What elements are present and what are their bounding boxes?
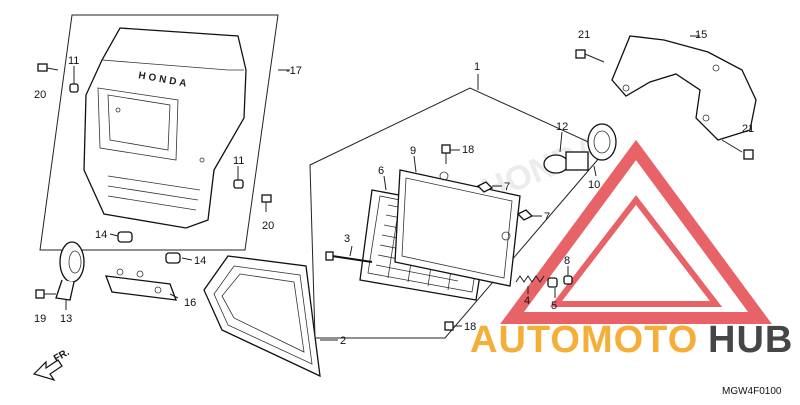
- front-direction-indicator: FR.: [32, 347, 72, 382]
- callout-3: 3: [344, 233, 350, 245]
- callout-6: 6: [378, 165, 384, 177]
- callout-13: 13: [60, 313, 72, 325]
- callout-5: 5: [551, 300, 557, 312]
- callout-7-lower: 7: [544, 211, 550, 223]
- headlight-stay-15: [611, 35, 757, 141]
- callout-4: 4: [524, 295, 530, 307]
- horn-assembly: [35, 241, 85, 301]
- callout-11-lower: 11: [233, 155, 244, 167]
- nut-7-upper: [476, 181, 494, 193]
- callout-14-right: 14: [194, 255, 206, 267]
- headlight-bulb-12: [543, 151, 589, 174]
- bolt-21-lower: [721, 139, 754, 160]
- nut-19: [35, 289, 45, 299]
- cap-8: [563, 275, 573, 285]
- collar-11-upper: [69, 83, 79, 93]
- callout-11-upper: 11: [68, 55, 79, 67]
- spring-4: [515, 275, 545, 283]
- bolt-20-lower: [261, 194, 272, 212]
- callout-21-lower: 21: [742, 123, 754, 135]
- horn-bracket-16: [105, 268, 177, 301]
- screw-3: [325, 251, 373, 263]
- callout-20-lower: 20: [262, 220, 274, 232]
- callout-18-lower: 18: [464, 321, 476, 333]
- headlight-rim-2: [203, 255, 321, 378]
- callout-14-left: 14: [95, 229, 107, 241]
- callout-16: 16: [184, 297, 196, 309]
- callout-2: 2: [340, 335, 346, 347]
- headlight-unit-frame: [309, 87, 607, 339]
- diagram-code: MGW4F0100: [722, 386, 782, 397]
- callout-7-upper: 7: [504, 181, 510, 193]
- callout-20-upper: 20: [34, 89, 46, 101]
- callout-15: 15: [695, 29, 707, 41]
- collar-11-lower: [233, 179, 244, 189]
- watermark-brand-part1: AUTOMOTO: [470, 319, 698, 361]
- callout-21-upper: 21: [578, 29, 590, 41]
- headlight-cowl-group: HONDA: [39, 14, 279, 251]
- bolt-18-upper: [441, 144, 451, 164]
- watermark-brand: AUTOMOTO HUB: [470, 319, 793, 361]
- front-direction-label: FR.: [52, 347, 72, 365]
- bolt-18-lower: [444, 321, 454, 331]
- callout-17: -17: [286, 65, 302, 77]
- front-arrow-icon: [32, 359, 63, 382]
- leader-lines: [65, 35, 700, 341]
- bulb-socket-10: [587, 123, 617, 161]
- callout-8: 8: [564, 255, 570, 267]
- callout-labels: 1 2 3 4 5 6 7 7 8 9 10 11 11 12 13 14 14…: [34, 29, 754, 347]
- callout-12: 12: [556, 121, 568, 133]
- cowl-group-frame: [39, 14, 279, 251]
- bolt-21-upper: [575, 49, 605, 63]
- watermark-brand-part2: HUB: [708, 319, 793, 361]
- headlight-cowl: [83, 27, 247, 229]
- callout-19: 19: [34, 313, 46, 325]
- callout-9: 9: [410, 145, 416, 157]
- bolt-20-upper: [37, 63, 59, 72]
- callout-1: 1: [474, 61, 480, 73]
- watermark-triangle-logo: [500, 139, 772, 324]
- callout-18-upper: 18: [462, 144, 474, 156]
- grommet-14-right: [165, 252, 181, 264]
- callout-10: 10: [588, 179, 600, 191]
- nut-5: [547, 277, 558, 288]
- grommet-14-left: [117, 231, 133, 243]
- nut-7-lower: [516, 209, 534, 221]
